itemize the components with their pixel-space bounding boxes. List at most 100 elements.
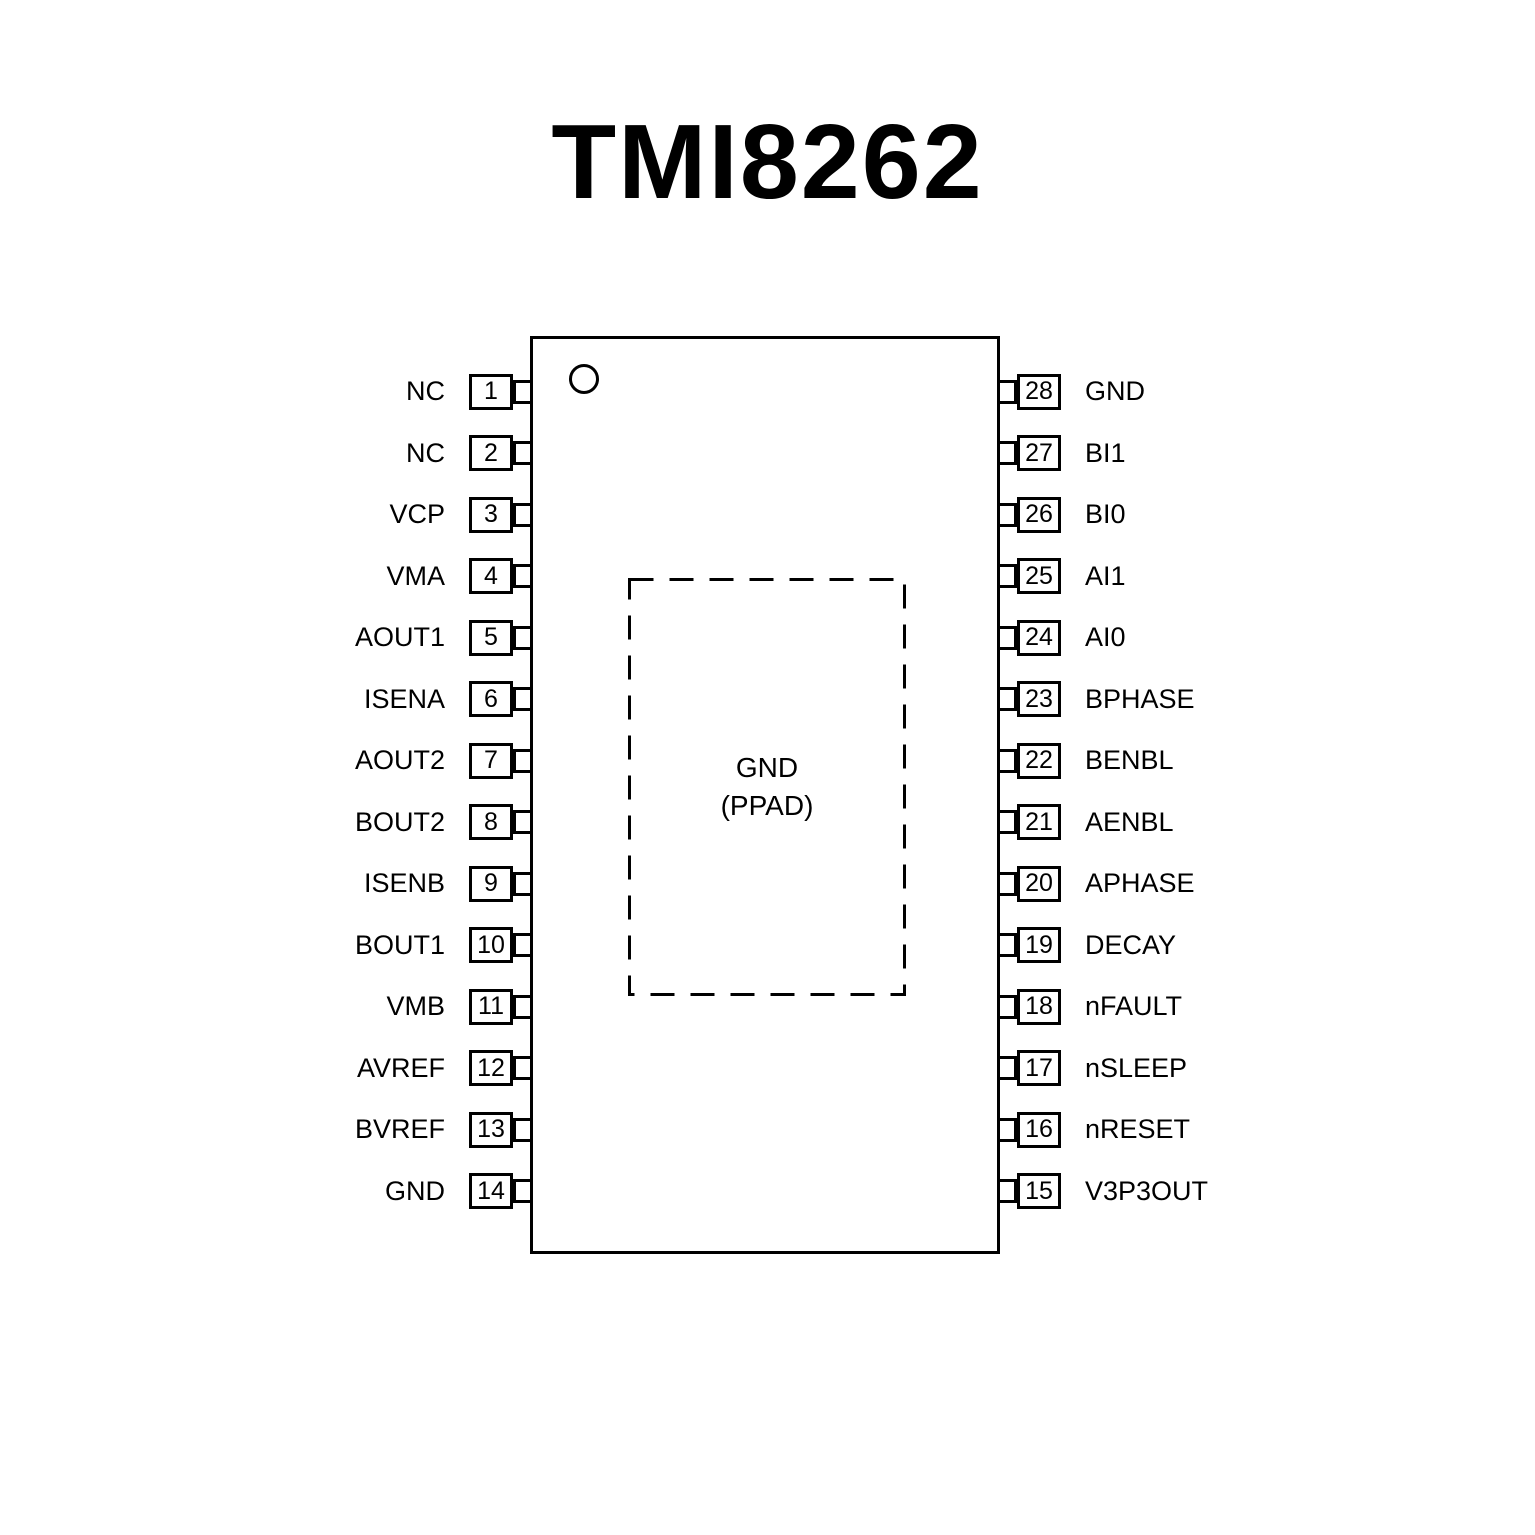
pin-row-16: 16 nRESET <box>1000 1099 1535 1161</box>
pin-number: 21 <box>1017 804 1061 841</box>
pin-row-26: 26 BI0 <box>1000 484 1535 546</box>
pin-row-27: 27 BI1 <box>1000 423 1535 485</box>
pin-number: 12 <box>469 1050 513 1087</box>
pin-lead-stub <box>1000 810 1017 835</box>
pin-row-8: BOUT2 8 <box>0 792 530 854</box>
pin-label: GND <box>385 1175 445 1206</box>
pin-lead-stub <box>1000 625 1017 650</box>
chip-package-outline: GND (PPAD) <box>530 336 1000 1254</box>
pin-number: 2 <box>469 435 513 472</box>
pin-label: BENBL <box>1085 745 1174 776</box>
pin-row-19: 19 DECAY <box>1000 915 1535 977</box>
pin-lead-stub <box>1000 1179 1017 1204</box>
pin-lead-stub <box>1000 379 1017 404</box>
pin-row-22: 22 BENBL <box>1000 730 1535 792</box>
pin-row-5: AOUT1 5 <box>0 607 530 669</box>
pin-row-14: GND 14 <box>0 1161 530 1223</box>
pin-lead-stub <box>513 502 530 527</box>
pin-row-6: ISENA 6 <box>0 669 530 731</box>
pin1-indicator-icon <box>569 364 599 394</box>
pin-lead-stub <box>1000 687 1017 712</box>
pin-number: 17 <box>1017 1050 1061 1087</box>
pin-label: DECAY <box>1085 929 1177 960</box>
pin-number: 3 <box>469 496 513 533</box>
pin-label: AOUT1 <box>354 622 445 653</box>
pin-lead-stub <box>1000 994 1017 1019</box>
pin-number: 5 <box>469 619 513 656</box>
pin-number: 8 <box>469 804 513 841</box>
pin-lead-stub <box>513 687 530 712</box>
pin-label: BOUT1 <box>354 929 445 960</box>
pin-row-11: VMB 11 <box>0 976 530 1038</box>
pin-row-24: 24 AI0 <box>1000 607 1535 669</box>
pin-row-25: 25 AI1 <box>1000 546 1535 608</box>
pin-label: VMA <box>386 560 445 591</box>
pin-lead-stub <box>1000 871 1017 896</box>
pin-row-21: 21 AENBL <box>1000 792 1535 854</box>
pin-number: 23 <box>1017 681 1061 718</box>
pin-label: VCP <box>389 499 445 530</box>
pin-label: BPHASE <box>1085 683 1195 714</box>
pin-number: 18 <box>1017 988 1061 1025</box>
pin-number: 10 <box>469 927 513 964</box>
pin-row-18: 18 nFAULT <box>1000 976 1535 1038</box>
pin-label: APHASE <box>1085 868 1195 899</box>
pin-number: 27 <box>1017 435 1061 472</box>
pin-lead-stub <box>1000 441 1017 466</box>
pin-lead-stub <box>513 379 530 404</box>
pin-row-9: ISENB 9 <box>0 853 530 915</box>
pin-lead-stub <box>513 933 530 958</box>
pin-row-10: BOUT1 10 <box>0 915 530 977</box>
pin-label: BVREF <box>354 1114 445 1145</box>
pin-lead-stub <box>513 1056 530 1081</box>
pin-row-13: BVREF 13 <box>0 1099 530 1161</box>
pin-lead-stub <box>513 994 530 1019</box>
ppad-label-line1: GND <box>735 752 799 784</box>
pin-lead-stub <box>1000 748 1017 773</box>
pin-label: nSLEEP <box>1085 1052 1188 1083</box>
pin-number: 15 <box>1017 1173 1061 1210</box>
pin-label: BOUT2 <box>354 806 445 837</box>
ppad-dashed-border <box>628 578 906 996</box>
ppad-label: GND (PPAD) <box>721 749 814 825</box>
pin-lead-stub <box>513 441 530 466</box>
pin-number: 20 <box>1017 865 1061 902</box>
pin-label: AVREF <box>356 1052 445 1083</box>
ppad-region: GND (PPAD) <box>628 578 906 996</box>
pin-lead-stub <box>513 1179 530 1204</box>
pin-label: NC <box>406 376 445 407</box>
pin-lead-stub <box>1000 1117 1017 1142</box>
pin-label: BI0 <box>1085 499 1126 530</box>
pin-number: 1 <box>469 373 513 410</box>
pin-label: AENBL <box>1085 806 1174 837</box>
pin-label: AI0 <box>1085 622 1126 653</box>
pin-lead-stub <box>513 810 530 835</box>
right-pin-column: 28 GND 27 BI1 26 BI0 25 AI1 24 AI0 23 BP… <box>1000 361 1535 1222</box>
pin-number: 6 <box>469 681 513 718</box>
pin-row-4: VMA 4 <box>0 546 530 608</box>
pin-number: 24 <box>1017 619 1061 656</box>
pin-lead-stub <box>1000 564 1017 589</box>
pin-number: 19 <box>1017 927 1061 964</box>
pin-label: AI1 <box>1085 560 1126 591</box>
pin-row-2: NC 2 <box>0 423 530 485</box>
pin-label: NC <box>406 437 445 468</box>
pin-lead-stub <box>513 1117 530 1142</box>
pin-row-17: 17 nSLEEP <box>1000 1038 1535 1100</box>
pin-label: VMB <box>386 991 445 1022</box>
pin-number: 22 <box>1017 742 1061 779</box>
pin-row-20: 20 APHASE <box>1000 853 1535 915</box>
pin-row-23: 23 BPHASE <box>1000 669 1535 731</box>
pin-lead-stub <box>1000 933 1017 958</box>
pin-lead-stub <box>513 748 530 773</box>
pin-row-15: 15 V3P3OUT <box>1000 1161 1535 1223</box>
chip-title: TMI8262 <box>551 103 984 221</box>
pin-row-28: 28 GND <box>1000 361 1535 423</box>
pin-lead-stub <box>1000 502 1017 527</box>
pin-row-7: AOUT2 7 <box>0 730 530 792</box>
pin-label: nRESET <box>1085 1114 1191 1145</box>
pin-label: nFAULT <box>1085 991 1183 1022</box>
pin-label: ISENA <box>363 683 445 714</box>
pin-label: ISENB <box>363 868 445 899</box>
